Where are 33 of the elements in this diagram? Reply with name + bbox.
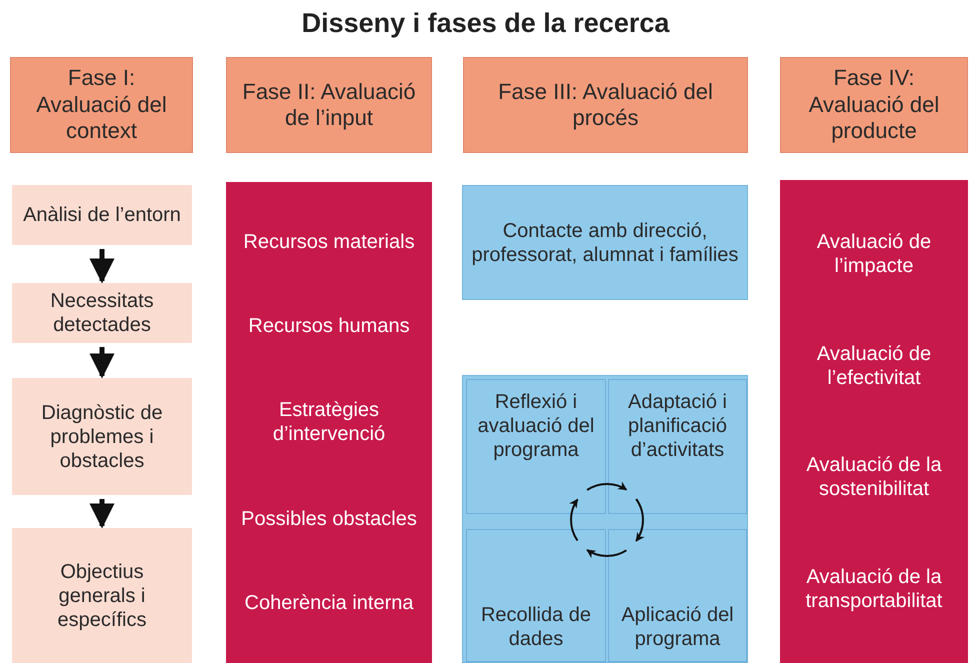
arrow [90, 347, 114, 378]
band-item-text: Recursos materials [243, 230, 415, 254]
band-item-text: Possibles obstacles [241, 506, 417, 531]
phase-header-box: Fase I: Avaluació del context [10, 57, 193, 153]
arrow [90, 249, 114, 284]
band-item-text: Avaluació de la sostenibilitat [805, 453, 943, 502]
topic-box: Contacte amb direcció, professorat, alumnat i famílies [462, 185, 748, 300]
step-box: Diagnòstic de problemes i obstacles [12, 378, 192, 495]
cycle-quadrant: Adaptació i planificació d’activitats [608, 379, 747, 514]
step-box: Anàlisi de l’entorn [12, 185, 192, 245]
step-box: Necessitats detectades [12, 283, 192, 343]
cycle-panel [462, 375, 748, 663]
column-band [226, 182, 432, 663]
cycle-quadrant: Reflexió i avaluació del programa [466, 379, 606, 514]
band-item-text: Coherència interna [244, 590, 414, 615]
band-item-text: Avaluació de la transportabilitat [804, 565, 944, 614]
arrow [90, 499, 114, 528]
band-item-text: Estratègies d’intervenció [272, 398, 386, 446]
band-item-text: Recursos humans [248, 314, 410, 338]
step-box: Objectius generals i específics [12, 528, 192, 663]
arrow [586, 549, 627, 558]
phase-header-box: Fase IV: Avaluació del producte [780, 57, 968, 153]
band-item-text: Avaluació de l’efectivitat [816, 342, 932, 390]
arrow [569, 498, 578, 542]
phase-header-box: Fase III: Avaluació del procés [463, 57, 748, 153]
band-item-text: Avaluació de l’impacte [816, 230, 932, 278]
phase-header-box: Fase II: Avaluació de l’input [226, 57, 432, 153]
diagram-title: Disseny i fases de la recerca [300, 8, 670, 39]
arrow [635, 498, 644, 542]
arrow [586, 482, 628, 491]
cycle-quadrant: Aplicació del programa [608, 529, 747, 662]
column-band [780, 180, 968, 663]
cycle-quadrant: Recollida de dades [466, 529, 606, 662]
